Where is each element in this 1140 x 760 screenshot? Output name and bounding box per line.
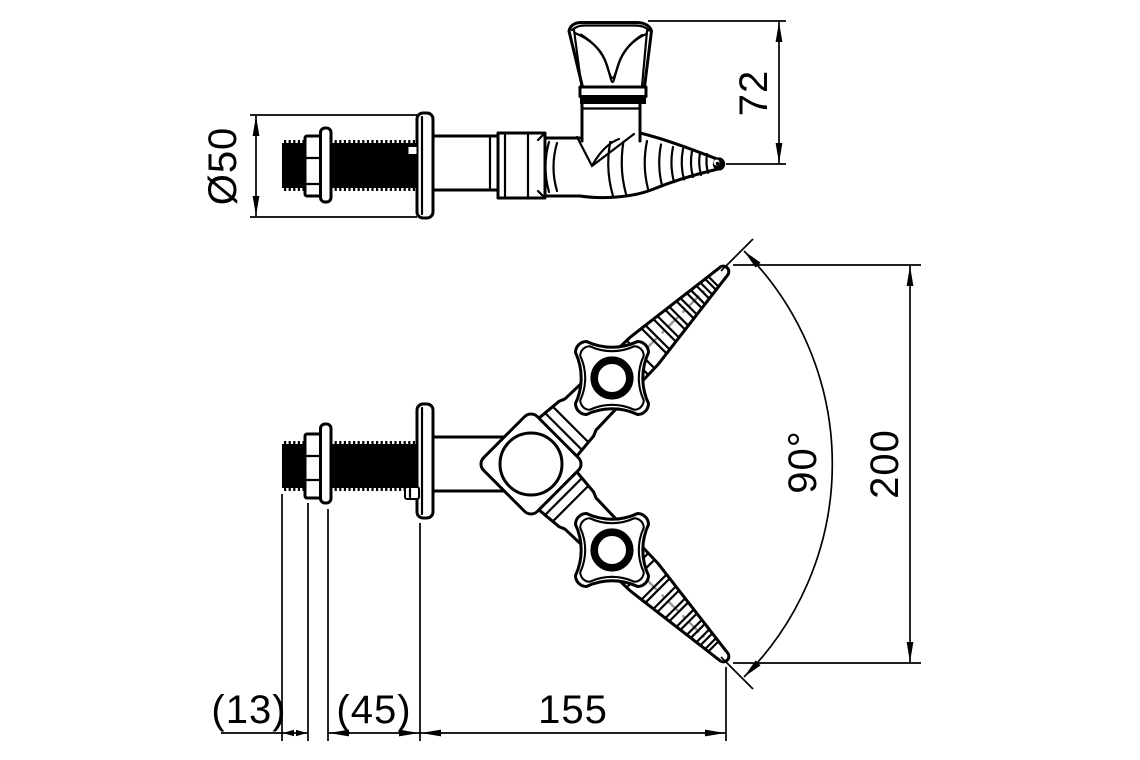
side-handle [567, 21, 653, 110]
dim-shank-label: (45) [336, 688, 411, 732]
dimension-span-200: 200 [733, 264, 921, 664]
side-shank-thread [282, 140, 418, 191]
dimension-drop-72: 72 [648, 20, 786, 165]
dim-span-label: 200 [863, 429, 907, 499]
front-flange [404, 402, 435, 520]
front-spindle-boss [498, 431, 564, 497]
side-locating-tab [406, 145, 419, 156]
dim-angle-label: 90° [781, 430, 825, 494]
dimension-angle-90: 90° [720, 238, 834, 690]
front-lower-handle [576, 514, 649, 587]
dim-drop-label: 72 [732, 70, 776, 117]
front-upper-handle [576, 342, 649, 415]
side-valve-body-and-spout [543, 102, 726, 200]
side-body-tube [431, 131, 547, 200]
side-view [282, 21, 726, 220]
side-outlet-tip [712, 157, 726, 171]
dimension-flange-diameter: Ø50 [201, 114, 417, 218]
side-flange [406, 111, 435, 220]
front-extension-lines [281, 494, 727, 741]
dim-flange-diameter-label: Ø50 [201, 127, 245, 206]
front-shank-thread [282, 441, 418, 491]
dimension-bottom-row: (13) (45) 155 [211, 688, 726, 737]
front-view [281, 247, 748, 741]
dim-locknut-label: (13) [211, 688, 286, 732]
side-washer [319, 126, 333, 204]
front-washer [319, 422, 333, 505]
front-locating-tab [404, 486, 420, 500]
dim-projection-label: 155 [538, 688, 608, 732]
